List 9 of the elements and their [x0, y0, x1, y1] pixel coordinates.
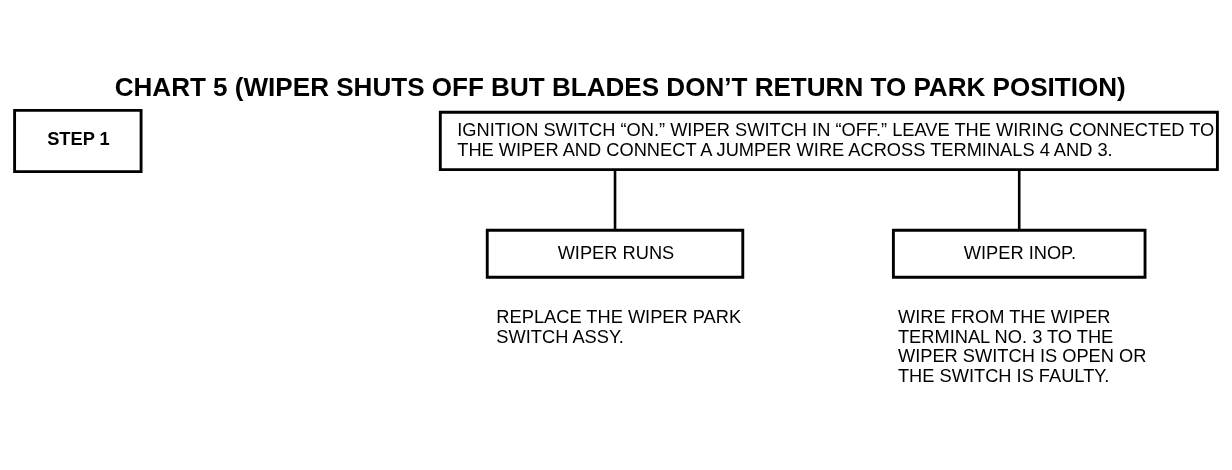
connector [613, 169, 617, 230]
node-box: WIPER INOP. [891, 228, 1147, 279]
diagram-title: CHART 5 (WIPER SHUTS OFF BUT BLADES DON’T RETURN TO PARK POSITION) [114, 71, 1126, 102]
node-label: REPLACE THE WIPER PARK SWITCH ASSY. [496, 305, 742, 347]
node-box: WIPER RUNS [485, 228, 745, 279]
node-box: STEP 1 [13, 108, 143, 173]
connector [1017, 169, 1021, 230]
node-box: IGNITION SWITCH “ON.” WIPER SWITCH IN “OFF.” LEAVE THE WIRING CONNECTED TO THE WIPER AND CONNECT A JUMPER WIRE ACROSS TERMINALS 4 AND 3. [438, 110, 1219, 171]
node-label: WIRE FROM THE WIPER TERMINAL NO. 3 TO THE WIPER SWITCH IS OPEN OR THE SWITCH IS FAULTY. [897, 305, 1147, 386]
